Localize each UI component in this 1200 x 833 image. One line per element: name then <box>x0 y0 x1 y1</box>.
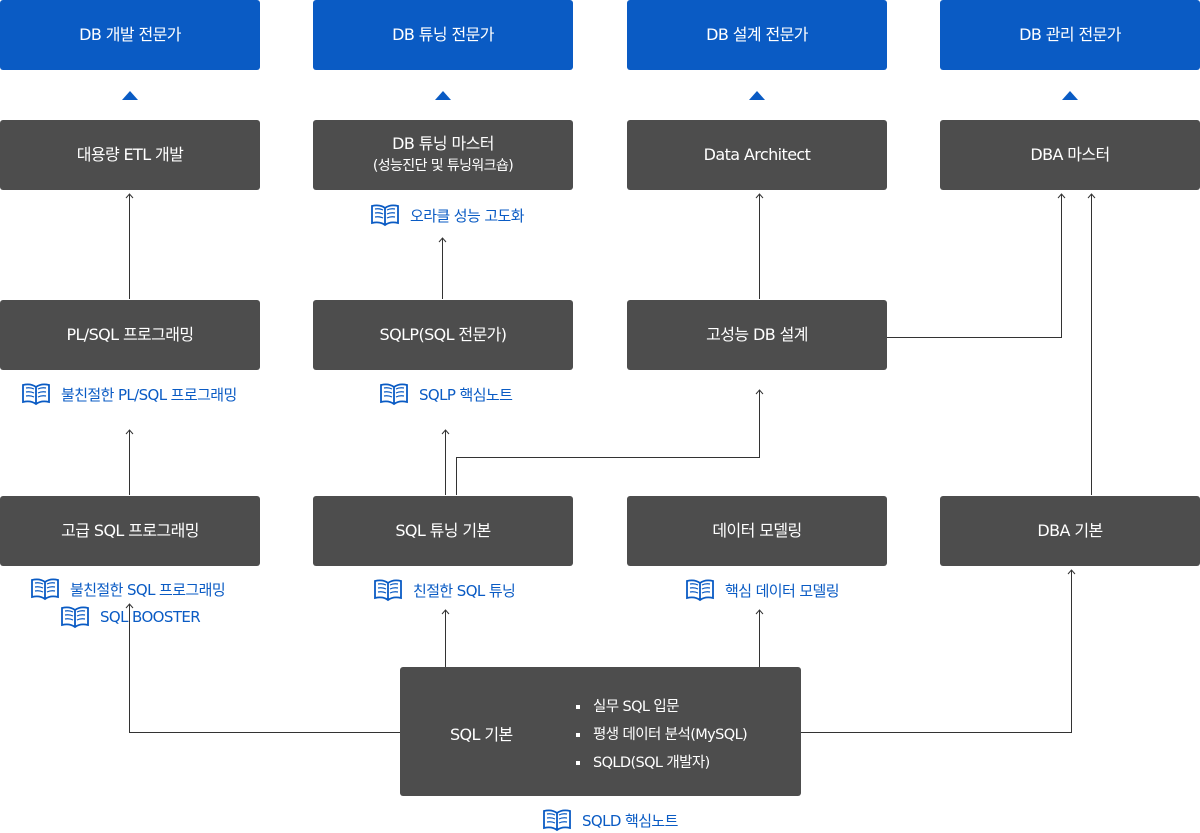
book-sql-booster[interactable]: SQL BOOSTER <box>60 605 201 629</box>
triangle-up-icon <box>435 91 451 100</box>
course-data-modeling[interactable]: 데이터 모델링 <box>627 496 887 566</box>
course-sqlp[interactable]: SQLP(SQL 전문가) <box>313 300 573 370</box>
course-plsql[interactable]: PL/SQL 프로그래밍 <box>0 300 260 370</box>
course-sql-tuning-basic[interactable]: SQL 튜닝 기본 <box>313 496 573 566</box>
list-item[interactable]: 실무 SQL 입문 <box>576 693 747 721</box>
course-adv-sql[interactable]: 고급 SQL 프로그래밍 <box>0 496 260 566</box>
line-sqlbase-to-dbabasic <box>801 569 1076 733</box>
list-item[interactable]: 평생 데이터 분석(MySQL) <box>576 721 748 749</box>
book-open-icon <box>371 204 399 227</box>
line-sqlbase-to-advsql <box>125 603 401 733</box>
book-open-icon <box>22 383 50 406</box>
course-dba-basic[interactable]: DBA 기본 <box>940 496 1200 566</box>
line-tuning-to-perfdesign <box>456 389 764 495</box>
triangle-up-icon <box>122 91 138 100</box>
triangle-up-icon <box>1062 91 1078 100</box>
book-open-icon <box>380 383 408 406</box>
expert-db-tuning-label: DB 튜닝 전문가 <box>392 25 494 44</box>
course-sql-basic[interactable]: SQL 기본 실무 SQL 입문 평생 데이터 분석(MySQL) SQLD(S… <box>400 667 801 796</box>
course-sqlp-label: SQLP(SQL 전문가) <box>379 325 508 344</box>
line-perfdesign-to-dbamaster <box>887 193 1066 338</box>
book-sqlp-note[interactable]: SQLP 핵심노트 <box>379 382 513 406</box>
course-data-modeling-label: 데이터 모델링 <box>712 521 802 540</box>
list-item[interactable]: SQLD(SQL 개발자) <box>576 749 747 777</box>
course-dba-basic-label: DBA 기본 <box>1037 521 1103 540</box>
book-plsql[interactable]: 불친절한 PL/SQL 프로그래밍 <box>21 382 237 406</box>
book-sql-programming-label: 불친절한 SQL 프로그래밍 <box>70 580 226 599</box>
book-oracle-perf-label: 오라클 성능 고도화 <box>410 206 525 225</box>
expert-db-admin-label: DB 관리 전문가 <box>1019 25 1121 44</box>
expert-db-admin[interactable]: DB 관리 전문가 <box>940 0 1200 70</box>
book-sql-tuning[interactable]: 친절한 SQL 튜닝 <box>373 578 516 602</box>
expert-db-design-label: DB 설계 전문가 <box>706 25 808 44</box>
course-perf-db-design[interactable]: 고성능 DB 설계 <box>627 300 887 370</box>
course-data-architect[interactable]: Data Architect <box>627 120 887 190</box>
course-perf-db-design-label: 고성능 DB 설계 <box>706 325 808 344</box>
book-data-modeling-label: 핵심 데이터 모델링 <box>725 581 840 600</box>
book-open-icon <box>31 578 59 601</box>
course-tuning-master-label: DB 튜닝 마스터 <box>392 134 494 153</box>
book-sqlp-note-label: SQLP 핵심노트 <box>419 385 513 404</box>
course-etl[interactable]: 대용량 ETL 개발 <box>0 120 260 190</box>
book-open-icon <box>374 579 402 602</box>
book-sqld-note[interactable]: SQLD 핵심노트 <box>542 808 678 832</box>
course-data-architect-label: Data Architect <box>703 145 811 164</box>
course-tuning-master-subtitle: (성능진단 및 튜닝워크숍) <box>372 158 514 174</box>
book-open-icon <box>61 606 89 629</box>
expert-db-dev-label: DB 개발 전문가 <box>79 25 181 44</box>
sql-basic-course-list: 실무 SQL 입문 평생 데이터 분석(MySQL) SQLD(SQL 개발자) <box>576 693 748 777</box>
book-sql-programming[interactable]: 불친절한 SQL 프로그래밍 <box>30 577 226 601</box>
triangle-up-icon <box>749 91 765 100</box>
book-open-icon <box>543 809 571 832</box>
expert-db-dev[interactable]: DB 개발 전문가 <box>0 0 260 70</box>
course-dba-master-label: DBA 마스터 <box>1030 145 1110 164</box>
course-tuning-master[interactable]: DB 튜닝 마스터 (성능진단 및 튜닝워크숍) <box>313 120 573 190</box>
book-plsql-label: 불친절한 PL/SQL 프로그래밍 <box>61 385 237 404</box>
book-oracle-perf[interactable]: 오라클 성능 고도화 <box>370 203 525 227</box>
course-plsql-label: PL/SQL 프로그래밍 <box>66 325 194 344</box>
book-sql-tuning-label: 친절한 SQL 튜닝 <box>413 581 516 600</box>
course-etl-label: 대용량 ETL 개발 <box>76 145 184 164</box>
course-sql-tuning-basic-label: SQL 튜닝 기본 <box>395 521 491 540</box>
book-open-icon <box>686 579 714 602</box>
book-sqld-note-label: SQLD 핵심노트 <box>582 811 678 830</box>
book-data-modeling[interactable]: 핵심 데이터 모델링 <box>685 578 840 602</box>
course-sql-basic-label: SQL 기본 <box>450 725 513 744</box>
course-dba-master[interactable]: DBA 마스터 <box>940 120 1200 190</box>
course-adv-sql-label: 고급 SQL 프로그래밍 <box>61 521 199 540</box>
book-sql-booster-label: SQL BOOSTER <box>100 608 201 626</box>
expert-db-design[interactable]: DB 설계 전문가 <box>627 0 887 70</box>
expert-db-tuning[interactable]: DB 튜닝 전문가 <box>313 0 573 70</box>
